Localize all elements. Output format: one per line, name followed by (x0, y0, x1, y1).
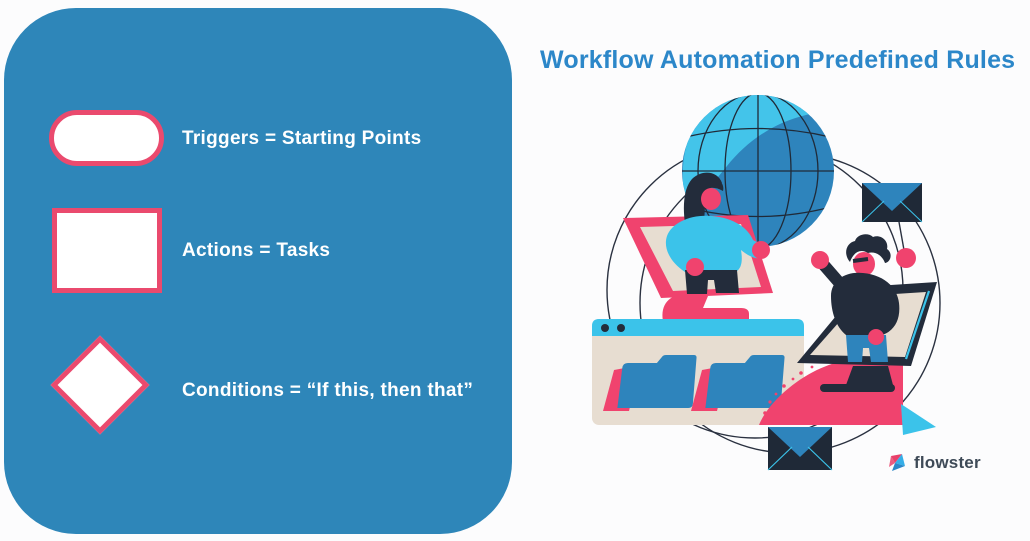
brand-name: flowster (914, 453, 981, 472)
action-label: Actions = Tasks (182, 240, 331, 261)
flowster-logo: flowster (886, 452, 981, 474)
browser-window (592, 319, 804, 425)
legend-panel: Triggers = Starting Points Actions = Tas… (4, 8, 512, 534)
workflow-illustration (592, 95, 941, 471)
trigger-label: Triggers = Starting Points (182, 128, 422, 149)
folder-icon (691, 355, 785, 411)
page-title: Workflow Automation Predefined Rules (540, 46, 1016, 74)
man-figure (811, 234, 916, 362)
globe-icon (682, 95, 834, 247)
condition-label: Conditions = “If this, then that” (182, 380, 474, 401)
action-rectangle-shape (52, 208, 162, 293)
condition-diamond-shape (50, 335, 150, 435)
envelope-icon-top (861, 183, 923, 223)
woman-figure (662, 172, 770, 321)
flowster-logo-icon (889, 454, 905, 471)
envelope-icon-bottom (767, 427, 833, 471)
cursor-triangle-icon (901, 404, 936, 435)
folder-icon (603, 355, 697, 411)
trigger-pill-shape (49, 110, 164, 166)
